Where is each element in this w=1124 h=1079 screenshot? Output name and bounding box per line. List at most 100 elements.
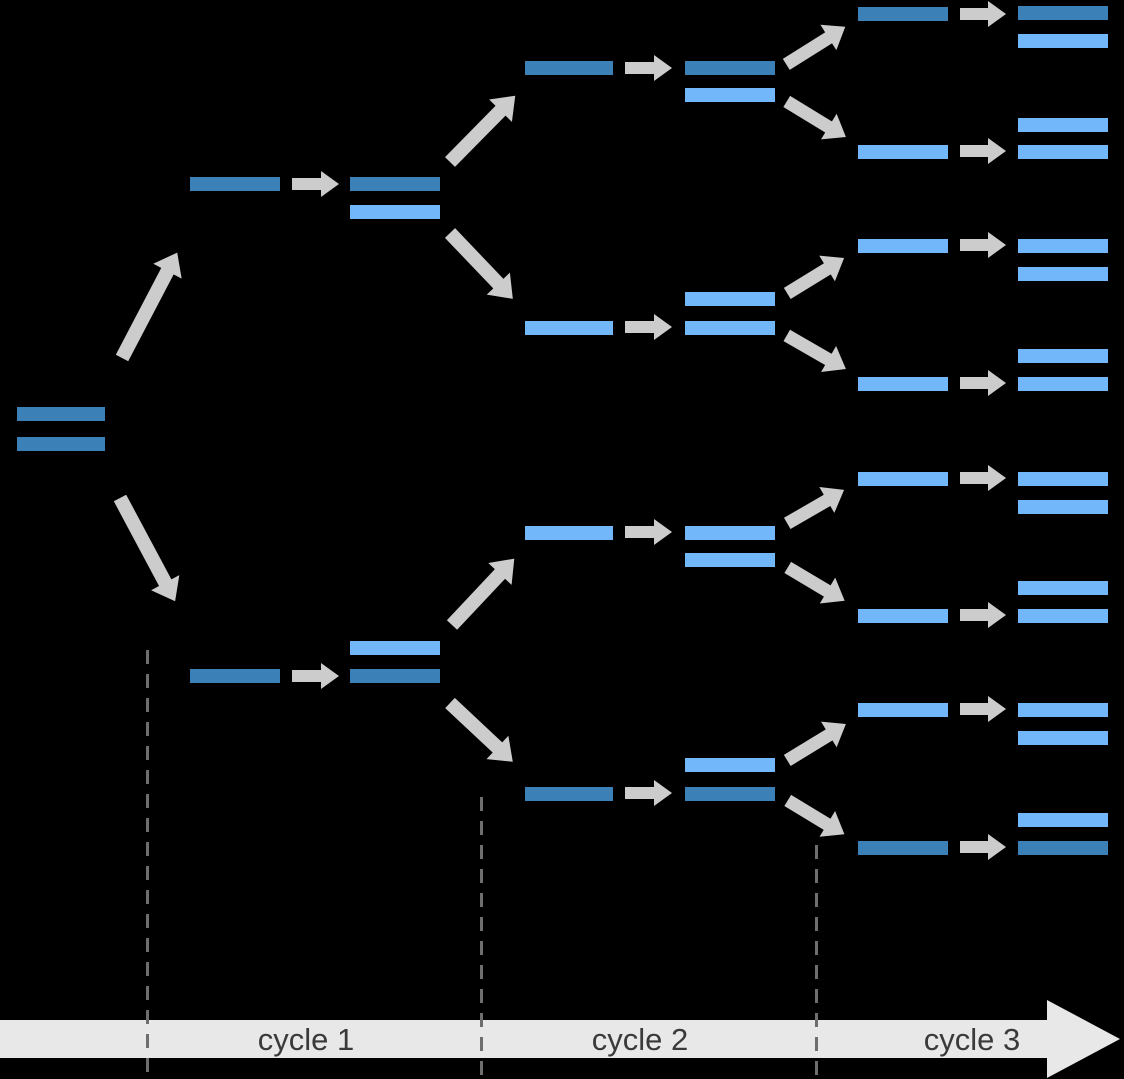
cycle-boundary-dashed-line [815, 845, 818, 1079]
arrow-shaft [783, 95, 835, 134]
arrow-shaft [783, 261, 833, 299]
dna-strand-original [1018, 6, 1108, 20]
arrow-icon [960, 695, 1006, 723]
arrow-icon [625, 518, 672, 546]
dna-strand-new [685, 526, 775, 540]
arrowhead-icon [988, 833, 1006, 860]
arrow-icon [778, 14, 853, 76]
arrowhead-icon [654, 54, 672, 81]
arrowhead-icon [988, 0, 1006, 27]
timeline-label-cycle-1: cycle 1 [257, 1022, 355, 1057]
dna-strand-new [1018, 34, 1108, 48]
arrow-icon [960, 137, 1006, 165]
dna-strand-new [1018, 581, 1108, 595]
arrowhead-icon [988, 369, 1006, 396]
dna-strand-original [685, 787, 775, 801]
arrow-shaft [960, 145, 990, 157]
arrow-icon [960, 601, 1006, 629]
arrowhead-icon [988, 464, 1006, 491]
arrowhead-icon [654, 518, 672, 545]
dna-strand-new [1018, 609, 1108, 623]
dna-strand-new [1018, 239, 1108, 253]
arrow-shaft [960, 472, 990, 484]
dna-strand-original [1018, 841, 1108, 855]
arrow-shaft [444, 228, 505, 291]
arrow-shaft [783, 493, 832, 529]
arrow-shaft [960, 239, 990, 251]
dna-strand-new [525, 321, 613, 335]
dna-strand-new [858, 609, 948, 623]
arrow-shaft [960, 377, 990, 389]
arrow-icon [779, 88, 854, 150]
arrow-icon [779, 477, 852, 536]
dna-strand-original [685, 61, 775, 75]
arrow-shaft [625, 526, 656, 538]
arrow-icon [440, 548, 526, 636]
dna-strand-new [1018, 703, 1108, 717]
dna-strand-original [525, 61, 613, 75]
arrowhead-icon [988, 137, 1006, 164]
cycle-boundary-dashed-line [480, 797, 483, 1079]
arrow-icon [292, 170, 339, 198]
arrow-shaft [960, 8, 990, 20]
arrow-icon [960, 0, 1006, 28]
arrow-shaft [960, 609, 990, 621]
arrow-icon [108, 245, 192, 366]
arrowhead-icon [654, 313, 672, 340]
dna-strand-original [858, 7, 948, 21]
dna-strand-original [17, 437, 105, 451]
dna-strand-original [858, 841, 948, 855]
dna-strand-new [1018, 813, 1108, 827]
arrow-icon [780, 787, 852, 847]
dna-strand-new [858, 377, 948, 391]
arrow-shaft [625, 62, 656, 74]
arrow-shaft [292, 670, 323, 682]
dna-strand-original [190, 177, 280, 191]
dna-strand-new [685, 292, 775, 306]
arrow-icon [106, 490, 190, 609]
arrow-icon [625, 779, 672, 807]
arrow-shaft [960, 703, 990, 715]
arrowhead-icon [654, 779, 672, 806]
arrow-icon [779, 245, 852, 306]
arrow-shaft [115, 266, 175, 362]
dna-strand-new [1018, 472, 1108, 486]
arrow-icon [625, 313, 672, 341]
dna-strand-new [1018, 731, 1108, 745]
dna-strand-new [685, 553, 775, 567]
arrow-shaft [445, 697, 504, 755]
dna-strand-new [1018, 118, 1108, 132]
arrow-shaft [782, 31, 834, 70]
dna-strand-new [685, 758, 775, 772]
arrow-icon [780, 322, 854, 382]
timeline-arrowhead-icon [1047, 1000, 1120, 1078]
arrow-icon [438, 222, 525, 311]
arrow-icon [439, 84, 527, 173]
arrow-shaft [292, 178, 323, 190]
dna-strand-new [685, 321, 775, 335]
dna-strand-new [350, 205, 440, 219]
dna-strand-new [858, 472, 948, 486]
arrow-icon [960, 464, 1006, 492]
arrow-shaft [625, 787, 656, 799]
arrow-icon [625, 54, 672, 82]
dna-strand-original [350, 177, 440, 191]
arrowhead-icon [321, 170, 339, 197]
dna-strand-new [858, 239, 948, 253]
arrow-icon [960, 369, 1006, 397]
dna-strand-original [525, 787, 613, 801]
dna-strand-new [1018, 145, 1108, 159]
dna-strand-original [190, 669, 280, 683]
dna-strand-new [1018, 500, 1108, 514]
timeline-label-cycle-2: cycle 2 [591, 1022, 689, 1057]
arrow-shaft [446, 568, 507, 630]
arrow-shaft [783, 727, 835, 766]
arrow-shaft [960, 841, 990, 853]
arrow-icon [292, 662, 339, 690]
dna-strand-new [858, 703, 948, 717]
dna-strand-original [17, 407, 105, 421]
cycle-boundary-dashed-line [146, 650, 149, 1079]
dna-strand-new [1018, 377, 1108, 391]
arrow-shaft [625, 321, 656, 333]
